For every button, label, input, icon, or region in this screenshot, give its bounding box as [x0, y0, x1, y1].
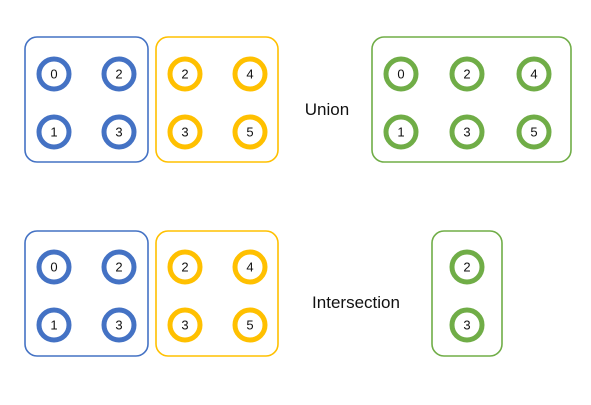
element-label: 1 [50, 318, 57, 333]
element-label: 4 [530, 67, 537, 82]
element-label: 3 [463, 125, 470, 140]
operation-label: Union [305, 100, 349, 119]
element-label: 3 [463, 318, 470, 333]
set-b-box: 2 4 3 5 [155, 230, 279, 357]
element-label: 2 [115, 67, 122, 82]
element-circle: 4 [232, 249, 268, 285]
element-circle: 5 [232, 307, 268, 343]
set-a-frame [24, 230, 149, 357]
element-circle: 0 [36, 249, 72, 285]
element-label: 2 [463, 67, 470, 82]
element-label: 3 [181, 125, 188, 140]
element-circle: 1 [36, 114, 72, 150]
intersection-row: 0 2 1 3 2 4 [24, 230, 503, 357]
element-label: 3 [115, 318, 122, 333]
element-circle: 2 [449, 56, 485, 92]
result-box: 2 3 [431, 230, 503, 357]
element-circle: 5 [232, 114, 268, 150]
element-label: 2 [181, 67, 188, 82]
element-circle: 3 [449, 307, 485, 343]
element-circle: 2 [167, 56, 203, 92]
element-circle: 3 [449, 114, 485, 150]
element-circle: 3 [167, 114, 203, 150]
element-circle: 0 [36, 56, 72, 92]
element-circle: 3 [101, 307, 137, 343]
set-b-box: 2 4 3 5 [155, 36, 279, 163]
set-a-box: 0 2 1 3 [24, 36, 149, 163]
element-label: 4 [246, 67, 253, 82]
element-circle: 1 [383, 114, 419, 150]
result-frame [431, 230, 503, 357]
element-circle: 5 [516, 114, 552, 150]
element-circle: 2 [101, 56, 137, 92]
result-frame [371, 36, 572, 163]
element-label: 3 [115, 125, 122, 140]
element-circle: 0 [383, 56, 419, 92]
element-label: 2 [115, 260, 122, 275]
set-b-frame [155, 36, 279, 163]
element-label: 1 [397, 125, 404, 140]
set-b-frame [155, 230, 279, 357]
element-circle: 2 [167, 249, 203, 285]
element-label: 1 [50, 125, 57, 140]
union-row: 0 2 1 3 2 4 [24, 36, 572, 163]
set-a-box: 0 2 1 3 [24, 230, 149, 357]
element-circle: 4 [232, 56, 268, 92]
result-box: 0 2 4 1 3 5 [371, 36, 572, 163]
element-label: 4 [246, 260, 253, 275]
element-label: 0 [50, 67, 57, 82]
element-circle: 3 [167, 307, 203, 343]
element-label: 2 [463, 260, 470, 275]
element-circle: 1 [36, 307, 72, 343]
element-label: 5 [246, 125, 253, 140]
element-label: 0 [50, 260, 57, 275]
element-label: 2 [181, 260, 188, 275]
element-circle: 2 [449, 249, 485, 285]
element-circle: 4 [516, 56, 552, 92]
element-circle: 2 [101, 249, 137, 285]
element-label: 0 [397, 67, 404, 82]
element-label: 3 [181, 318, 188, 333]
operation-label: Intersection [312, 293, 400, 312]
element-label: 5 [246, 318, 253, 333]
set-a-frame [24, 36, 149, 163]
element-circle: 3 [101, 114, 137, 150]
element-label: 5 [530, 125, 537, 140]
